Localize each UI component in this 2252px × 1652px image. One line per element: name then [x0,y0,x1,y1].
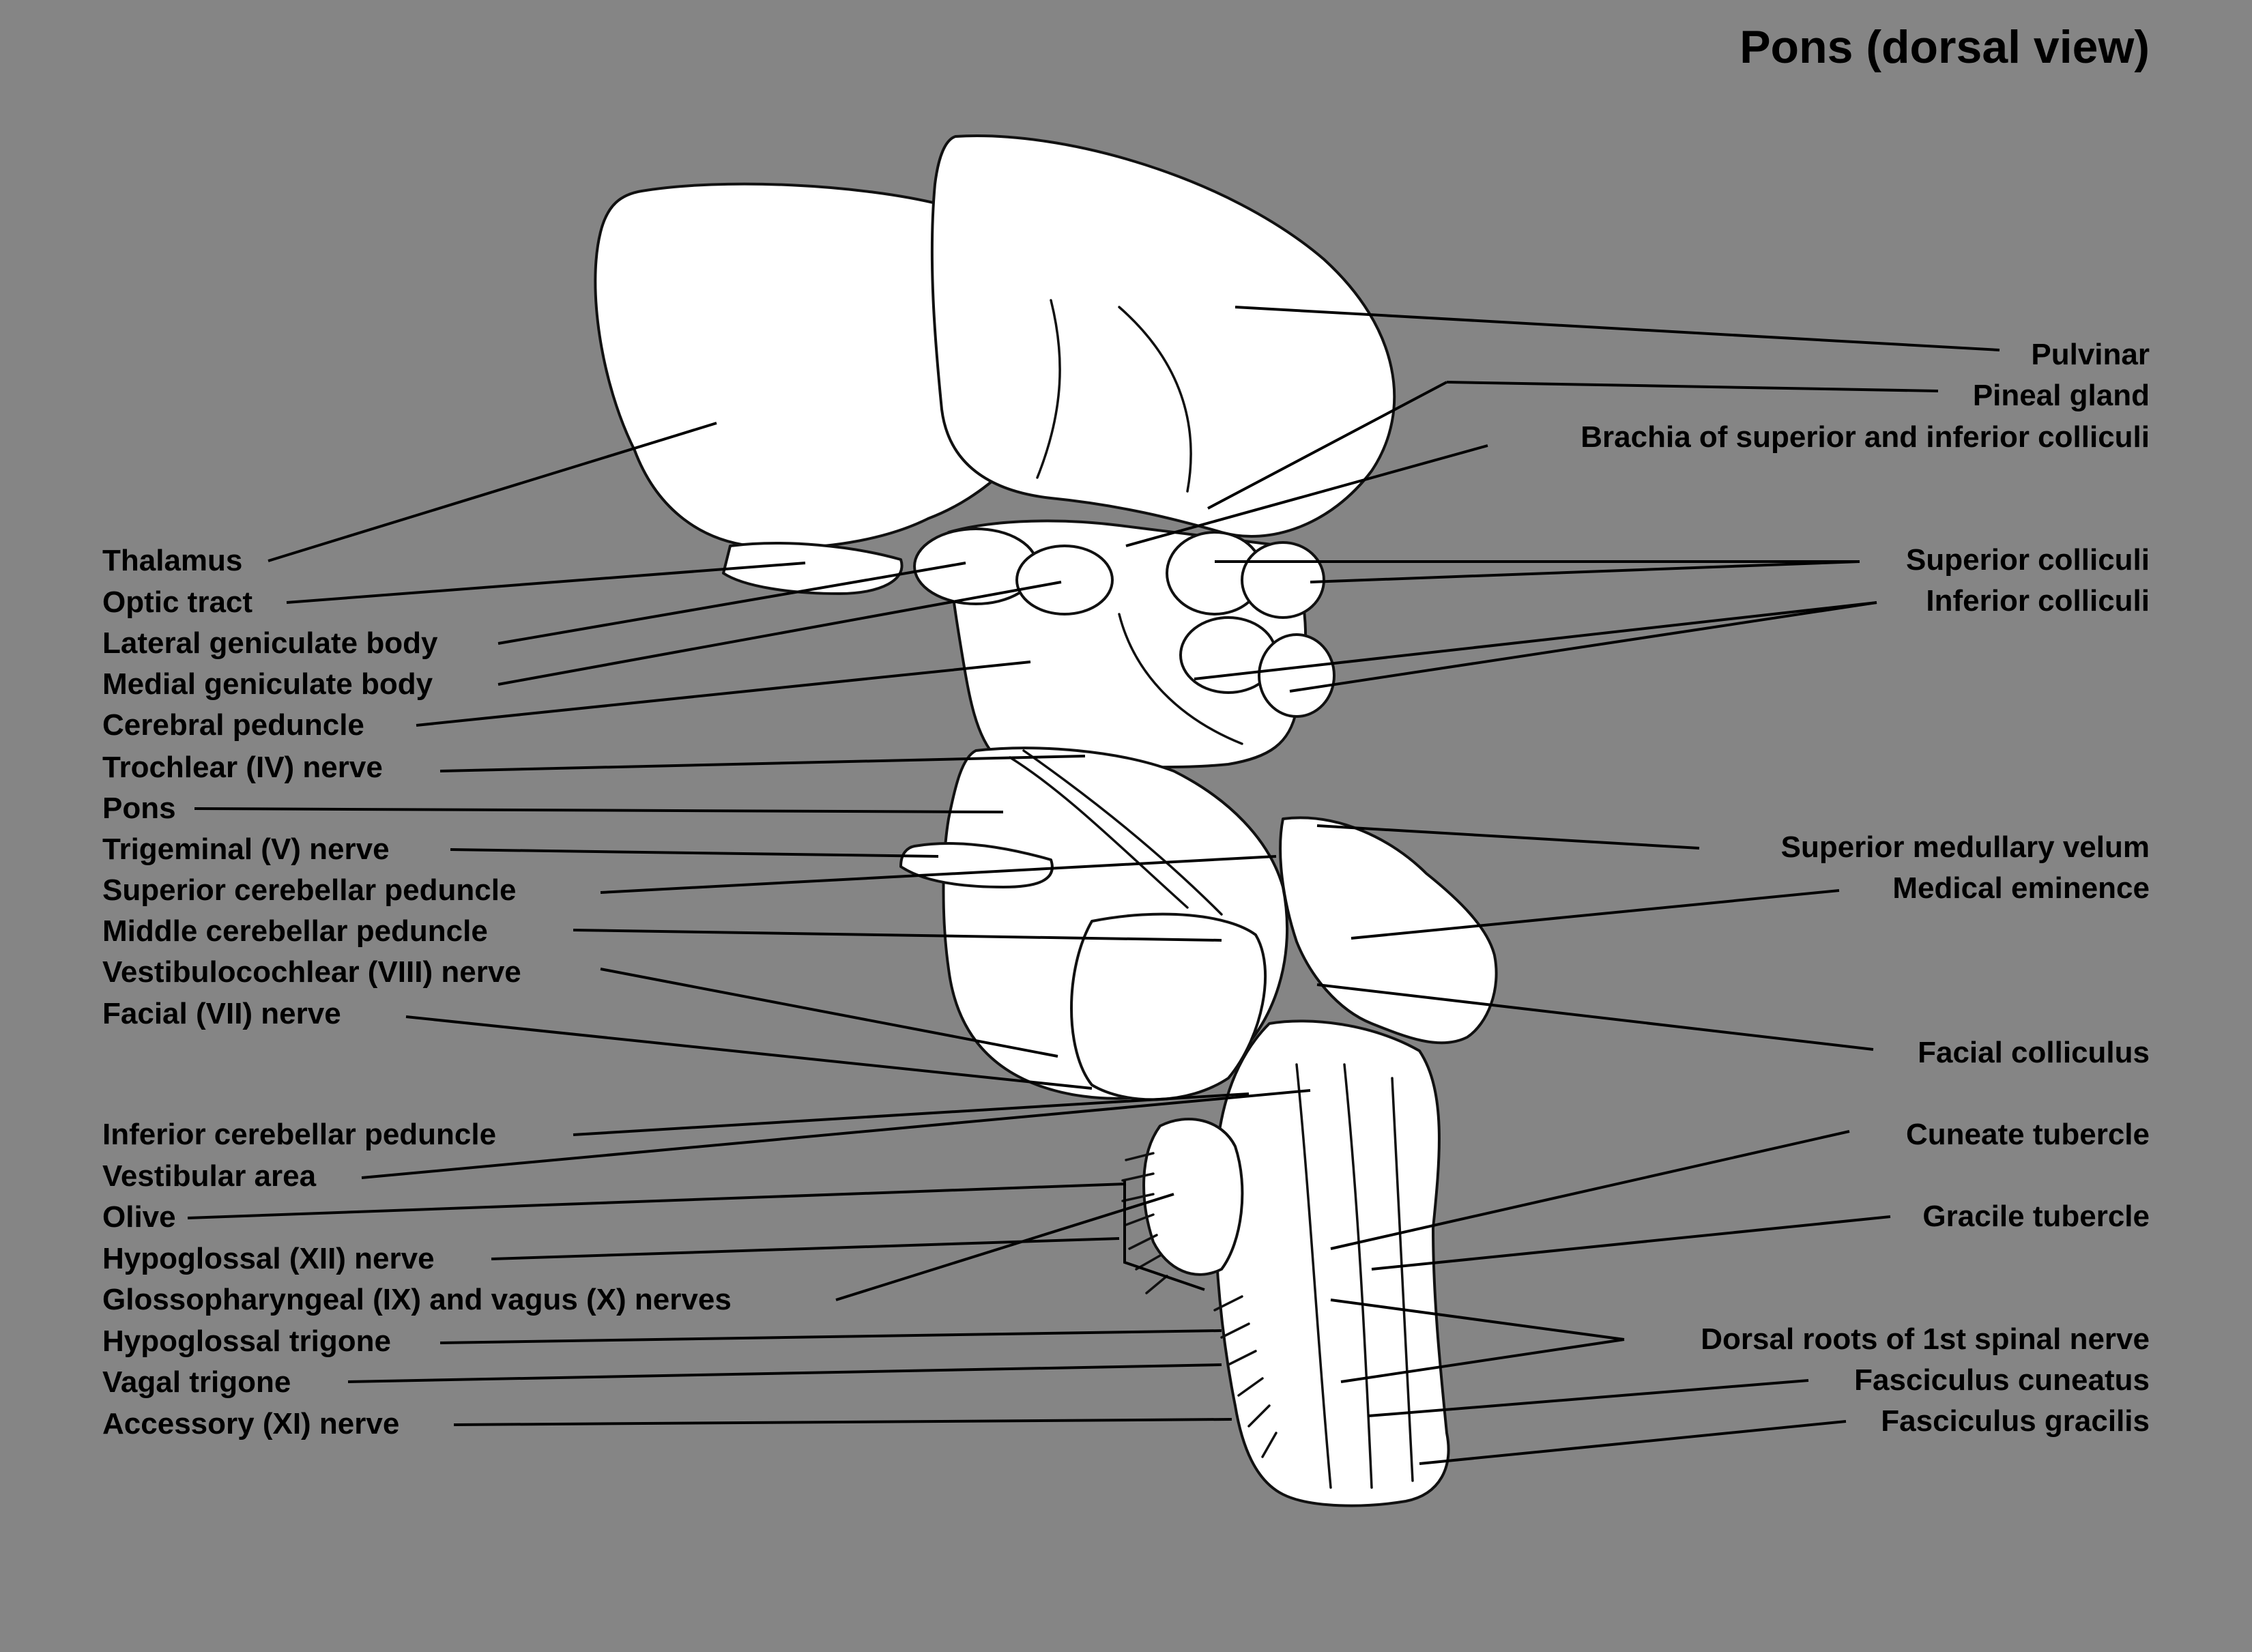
inferior-colliculus-right-shape [1258,633,1336,718]
label-trigeminal-nerve: Trigeminal (V) nerve [102,832,390,866]
label-accessory-nerve: Accessory (XI) nerve [102,1407,400,1440]
brainstem-illustration [594,134,1498,1507]
label-cuneate-tubercle: Cuneate tubercle [1906,1118,2150,1151]
superior-colliculus-right-shape [1241,541,1325,619]
label-optic-tract: Optic tract [102,585,253,619]
label-medial-geniculate-body: Medial geniculate body [102,667,433,701]
label-superior-medullary-velum: Superior medullary velum [1780,830,2150,864]
medial-geniculate-shape [1015,545,1114,615]
label-fasciculus-gracilis: Fasciculus gracilis [1881,1404,2150,1438]
label-facial-colliculus: Facial colliculus [1918,1036,2150,1069]
label-vestibulocochlear-nerve: Vestibulocochlear (VIII) nerve [102,955,521,989]
label-thalamus: Thalamus [102,544,243,577]
label-facial-nerve: Facial (VII) nerve [102,997,341,1030]
label-hypoglossal-trigone: Hypoglossal trigone [102,1324,391,1358]
label-superior-colliculi: Superior colliculi [1906,543,2150,577]
label-inferior-colliculi: Inferior colliculi [1926,584,2150,618]
rhomboid-fossa-shape [1279,816,1498,1045]
label-middle-cerebellar-peduncle: Middle cerebellar peduncle [102,914,488,948]
leader-lines [187,306,2000,1465]
olive-shape [1142,1118,1244,1276]
label-medical-eminence: Medical eminence [1892,871,2150,905]
label-dorsal-roots-first-spinal-nerve: Dorsal roots of 1st spinal nerve [1701,1322,2150,1356]
label-superior-cerebellar-peduncle: Superior cerebellar peduncle [102,873,517,907]
middle-cerebellar-peduncle-shape [1070,912,1267,1101]
trigeminal-nerve-shape [899,842,1054,888]
label-gracile-tubercle: Gracile tubercle [1922,1200,2150,1233]
label-vagal-trigone: Vagal trigone [102,1365,291,1399]
pulvinar-shape [930,134,1396,538]
label-lateral-geniculate-body: Lateral geniculate body [102,626,438,660]
label-vestibular-area: Vestibular area [102,1159,317,1193]
label-hypoglossal-nerve: Hypoglossal (XII) nerve [102,1242,435,1275]
label-olive: Olive [102,1200,176,1234]
label-trochlear-nerve: Trochlear (IV) nerve [102,751,383,784]
medulla-shape [1213,1019,1450,1507]
label-glossopharyngeal-vagus-nerves: Glossopharyngeal (IX) and vagus (X) nerv… [102,1283,732,1316]
label-pulvinar: Pulvinar [2031,338,2150,371]
label-fasciculus-cuneatus: Fasciculus cuneatus [1854,1363,2150,1397]
label-pons: Pons [102,792,176,825]
label-inferior-cerebellar-peduncle: Inferior cerebellar peduncle [102,1118,497,1151]
label-brachia-colliculi: Brachia of superior and inferior collicu… [1580,420,2150,454]
label-pineal-gland: Pineal gland [1972,379,2150,412]
label-cerebral-peduncle: Cerebral peduncle [102,708,364,742]
page-title: Pons (dorsal view) [1739,21,2150,73]
